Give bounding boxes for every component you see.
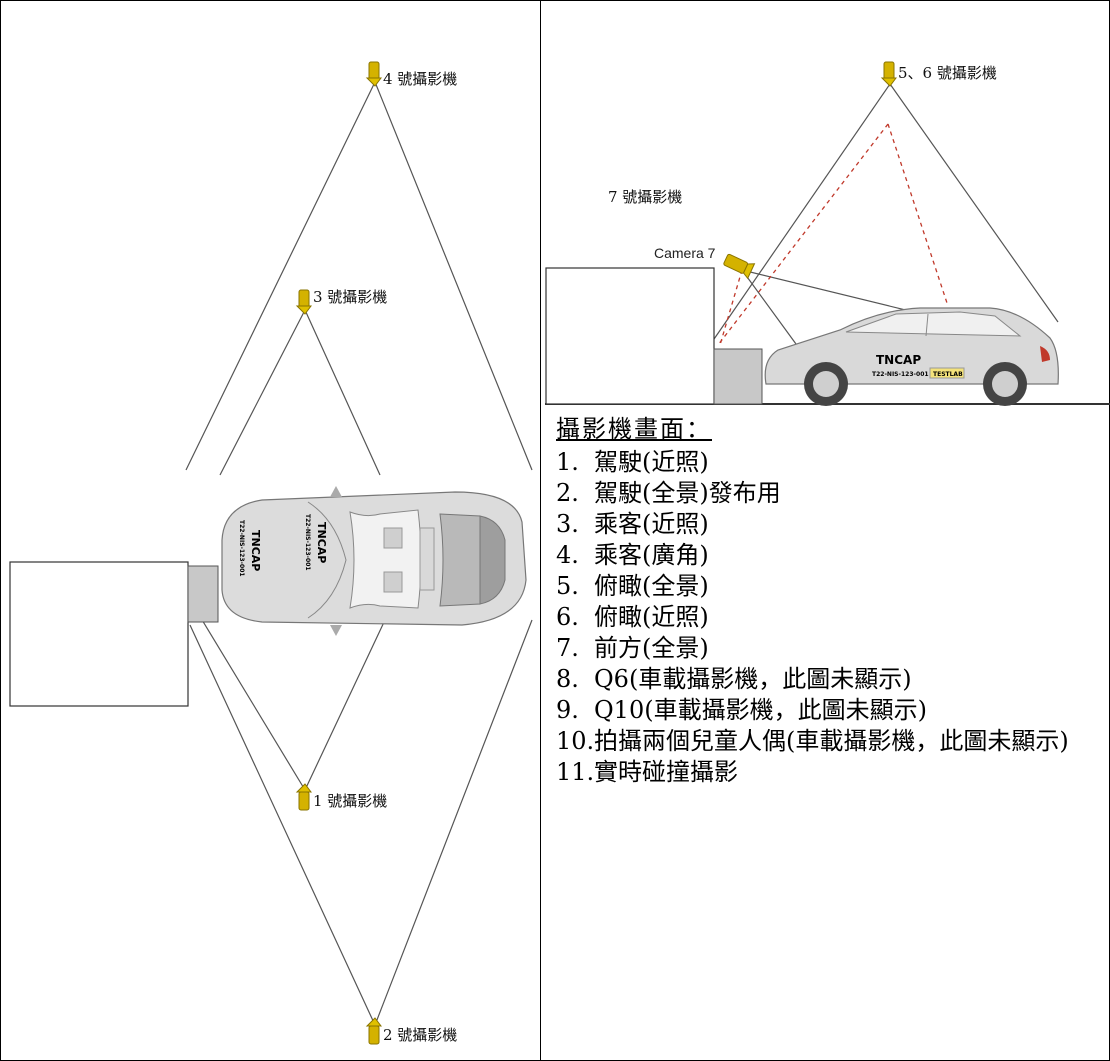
legend-item-text: 駕駛(近照) [594,448,709,476]
camera-1-icon [295,783,312,811]
legend-item-text: Q10(車載攝影機，此圖未顯示) [594,696,927,724]
legend-item: 8. Q6(車載攝影機，此圖未顯示) [556,664,1101,695]
right-side-view-diagram: TNCAP T22-NIS-123-001 TESTLAB 5、6 號攝影機 7… [545,61,1110,406]
legend-item-number: 2. [556,479,579,507]
legend-item-number: 3. [556,510,579,538]
left-top-view-diagram: TNCAP T22-NIS-123-001 TNCAP T22-NIS-123-… [9,61,533,1045]
legend-item-text: 乘客(廣角) [594,541,709,569]
camera-2-label: 2 號攝影機 [383,1026,457,1044]
side-barrier [545,267,715,405]
legend-item-number: 4. [556,541,579,569]
legend-item: 2. 駕駛(全景)發布用 [556,478,1101,509]
legend-list: 1. 駕駛(近照) 2. 駕駛(全景)發布用 3. 乘客(近照) 4. 乘客(廣角) 5. 俯瞰(… [556,447,1101,788]
car-plate-left-1: T22-NIS-123-001 [238,520,245,577]
legend-item-text: 俯瞰(近照) [594,603,709,631]
testlab-badge-bg [929,367,965,379]
camera-2-icon [365,1017,382,1045]
car-brand-right: TNCAP [876,353,921,367]
side-mirror-bottom [330,625,342,636]
side-block [713,348,763,405]
barrier [9,561,189,707]
legend-item-text: 前方(全景) [594,634,709,662]
camera-7-icon [723,253,756,280]
camera-3-icon [295,289,312,315]
legend-item: 10.拍攝兩個兒童人偶(車載攝影機，此圖未顯示) [556,726,1101,757]
legend-item: 9. Q10(車載攝影機，此圖未顯示) [556,695,1101,726]
legend-item: 1. 駕駛(近照) [556,447,1101,478]
legend-item-number: 6. [556,603,579,631]
column-divider [540,0,541,1061]
legend-item-number: 11. [556,758,595,786]
legend-item-number: 9. [556,696,579,724]
camera-1-label: 1 號攝影機 [313,792,387,810]
legend-item-text: 俯瞰(全景) [594,572,709,600]
legend-item-number: 1. [556,448,579,476]
legend-item-text: 實時碰撞攝影 [594,758,738,786]
legend-item: 5. 俯瞰(全景) [556,571,1101,602]
legend-item-text: 駕駛(全景)發布用 [594,479,781,507]
car-brand-left-2: TNCAP [315,522,328,563]
camera-7-label-zh: 7 號攝影機 [608,188,682,206]
tail-light [1040,346,1050,362]
deformable-block [187,565,219,623]
left-sight-lines [185,81,533,1026]
camera-5-6-label: 5、6 號攝影機 [898,64,997,82]
camera-legend: 攝影機畫面： 1. 駕駛(近照) 2. 駕駛(全景)發布用 3. 乘客(近照) 4. 乘客(廣… [556,414,1101,788]
legend-item-number: 8. [556,665,579,693]
car-brand-left-1: TNCAP [249,530,262,571]
legend-item: 7. 前方(全景) [556,633,1101,664]
legend-item-number: 7. [556,634,579,662]
camera-5-6-icon [880,61,897,87]
car-side-view: TNCAP T22-NIS-123-001 TESTLAB [764,307,1059,406]
legend-item: 11.實時碰撞攝影 [556,757,1101,788]
camera-3-label: 3 號攝影機 [313,288,387,306]
legend-item-text: 拍攝兩個兒童人偶(車載攝影機，此圖未顯示) [594,727,1069,755]
camera-4-label: 4 號攝影機 [383,70,457,88]
testlab-badge: TESTLAB [933,371,963,378]
dashed-sight-lines [717,123,949,346]
right-sight-lines [711,83,1059,345]
legend-item: 4. 乘客(廣角) [556,540,1101,571]
legend-item: 3. 乘客(近照) [556,509,1101,540]
camera-4-icon [365,61,382,87]
car-top-view: TNCAP T22-NIS-123-001 TNCAP T22-NIS-123-… [221,486,527,636]
legend-item-number: 5. [556,572,579,600]
camera-7-label-en: Camera 7 [654,245,716,261]
legend-title: 攝影機畫面： [556,415,712,443]
legend-item: 6. 俯瞰(近照) [556,602,1101,633]
side-mirror-top [330,486,342,497]
legend-item-text: Q6(車載攝影機，此圖未顯示) [594,665,912,693]
legend-item-text: 乘客(近照) [594,510,709,538]
legend-item-number: 10. [556,727,595,755]
car-plate-left-2: T22-NIS-123-001 [304,514,311,571]
car-plate-right: T22-NIS-123-001 [872,371,929,378]
